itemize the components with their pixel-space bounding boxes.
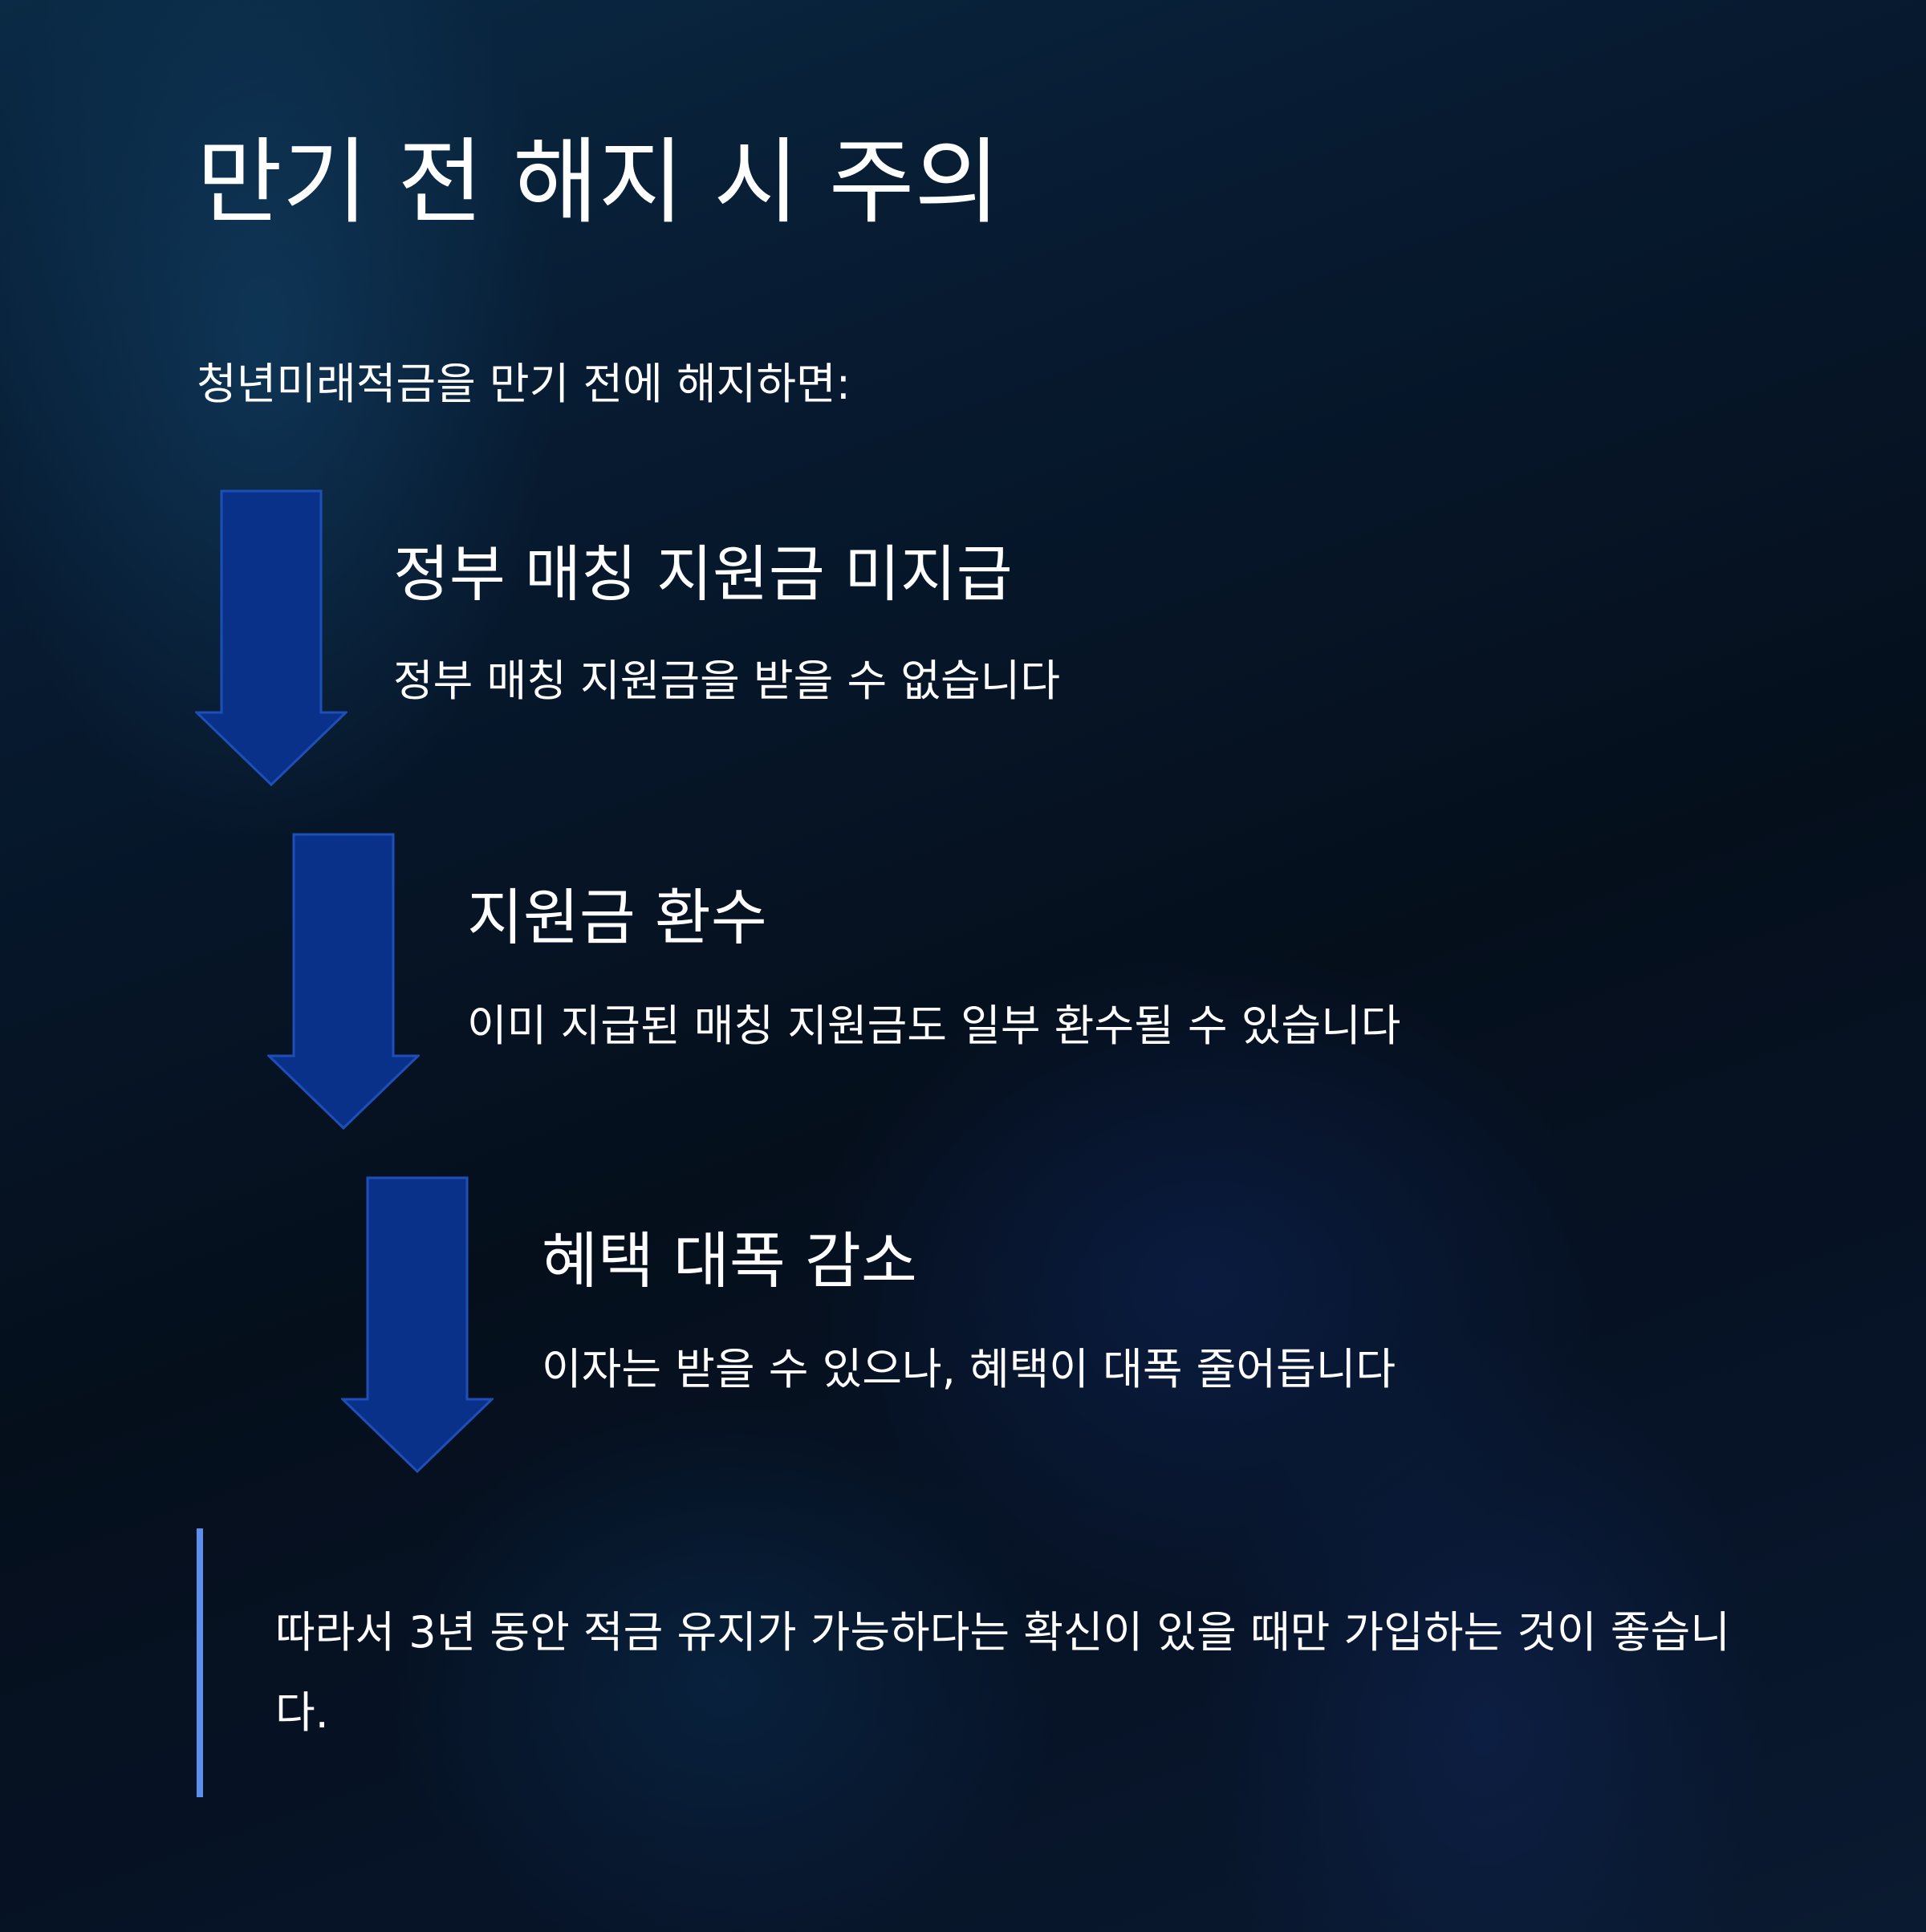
step-3-description: 이자는 받을 수 있으나, 혜택이 대폭 줄어듭니다 xyxy=(542,1344,1396,1394)
step-1-title: 정부 매칭 지원금 미지급 xyxy=(393,538,1013,610)
step-2-title: 지원금 환수 xyxy=(467,882,767,953)
conclusion-callout: 따라서 3년 동안 적금 유지가 가능하다는 확신이 있을 때만 가입하는 것이… xyxy=(197,1528,1786,1797)
down-arrow-icon xyxy=(195,489,347,786)
step-3-title: 혜택 대폭 감소 xyxy=(542,1225,917,1297)
step-1-description: 정부 매칭 지원금을 받을 수 없습니다 xyxy=(393,656,1061,706)
step-2-description: 이미 지급된 매칭 지원금도 일부 환수될 수 있습니다 xyxy=(467,1000,1401,1051)
conclusion-text: 따라서 3년 동안 적금 유지가 가능하다는 확신이 있을 때만 가입하는 것이… xyxy=(275,1607,1730,1738)
down-arrow-icon xyxy=(267,833,420,1130)
intro-text: 청년미래적금을 만기 전에 해지하면: xyxy=(197,359,851,409)
down-arrow-icon xyxy=(341,1176,494,1473)
page-title: 만기 전 해지 시 주의 xyxy=(197,128,1001,237)
